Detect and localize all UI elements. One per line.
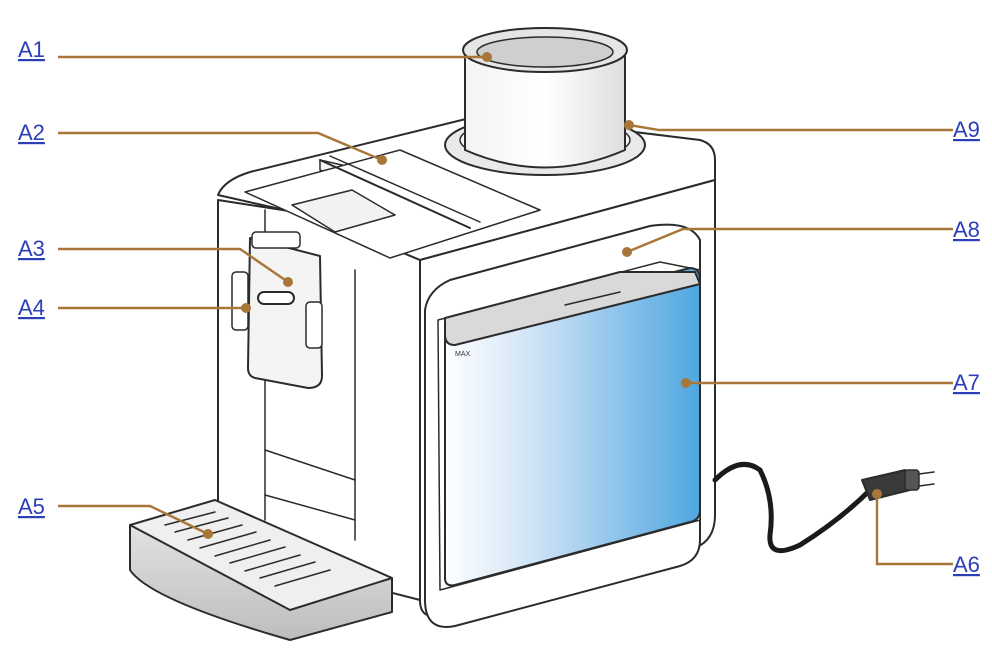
leader-line	[58, 131, 383, 162]
callout-a2: A2	[18, 120, 387, 165]
leader-endpoint	[283, 277, 293, 287]
callout-label: A1	[18, 37, 45, 62]
leader-endpoint	[681, 378, 691, 388]
callout-a1: A1	[18, 37, 492, 62]
leader-line	[875, 494, 953, 566]
callout-label: A6	[953, 552, 980, 577]
top-lid-panel	[244, 149, 541, 259]
leader-line	[626, 227, 953, 254]
leader-line	[58, 247, 289, 283]
callout-label: A9	[953, 117, 980, 142]
callout-a8: A8	[622, 217, 980, 257]
leader-line	[58, 504, 209, 536]
callout-label: A3	[18, 236, 45, 261]
leader-endpoint	[377, 155, 387, 165]
callout-label: A8	[953, 217, 980, 242]
bean-hopper	[444, 27, 646, 176]
water-tank: MAX	[444, 267, 701, 587]
leader-endpoint	[241, 303, 251, 313]
leader-endpoint	[872, 489, 882, 499]
power-cord	[712, 461, 873, 554]
callout-label: A7	[953, 370, 980, 395]
tank-max-marking: MAX	[455, 351, 471, 358]
leader-endpoint	[482, 52, 492, 62]
callout-a3: A3	[18, 236, 293, 287]
callout-label: A4	[18, 295, 45, 320]
leader-endpoint	[622, 247, 632, 257]
callout-a6: A6	[872, 489, 980, 577]
leader-endpoint	[203, 529, 213, 539]
callout-label: A2	[18, 120, 45, 145]
callout-a9: A9	[624, 117, 980, 142]
callout-label: A5	[18, 494, 45, 519]
leader-line	[628, 123, 953, 132]
callout-a7: A7	[681, 370, 980, 395]
leader-endpoint	[624, 120, 634, 130]
callout-a4: A4	[18, 295, 251, 320]
spout-unit	[231, 231, 323, 389]
callout-a5: A5	[18, 494, 213, 539]
